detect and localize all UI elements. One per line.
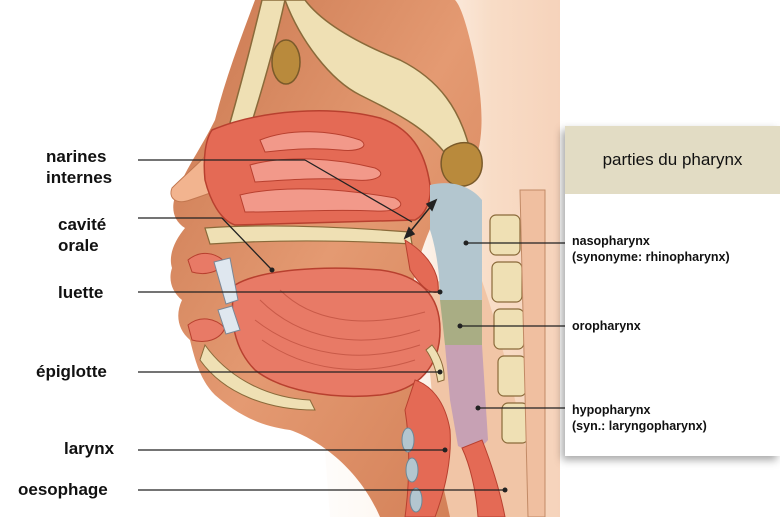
label-hypopharynx: hypopharynx (syn.: laryngopharynx) bbox=[572, 402, 707, 434]
label-oesophage: oesophage bbox=[18, 479, 108, 500]
label-cavite-orale: cavité orale bbox=[58, 214, 106, 256]
label-nasopharynx-line1: nasopharynx bbox=[572, 233, 730, 249]
label-oropharynx: oropharynx bbox=[572, 318, 641, 334]
label-hypopharynx-line2: (syn.: laryngopharynx) bbox=[572, 418, 707, 434]
label-cavite-line1: cavité bbox=[58, 214, 106, 235]
legend-header: parties du pharynx bbox=[565, 126, 780, 194]
label-nasopharynx-line2: (synonyme: rhinopharynx) bbox=[572, 249, 730, 265]
label-luette: luette bbox=[58, 282, 103, 303]
oropharynx-region bbox=[440, 300, 482, 345]
label-narines-line2: internes bbox=[46, 167, 112, 188]
legend-title: parties du pharynx bbox=[603, 150, 743, 170]
sphenoid-sinus bbox=[441, 143, 482, 187]
label-larynx: larynx bbox=[64, 438, 114, 459]
label-nasopharynx: nasopharynx (synonyme: rhinopharynx) bbox=[572, 233, 730, 265]
label-narines-line1: narines bbox=[46, 146, 112, 167]
label-hypopharynx-line1: hypopharynx bbox=[572, 402, 707, 418]
label-narines-internes: narines internes bbox=[46, 146, 112, 188]
label-cavite-line2: orale bbox=[58, 235, 106, 256]
frontal-sinus bbox=[272, 40, 300, 84]
label-epiglotte: épiglotte bbox=[36, 361, 107, 382]
